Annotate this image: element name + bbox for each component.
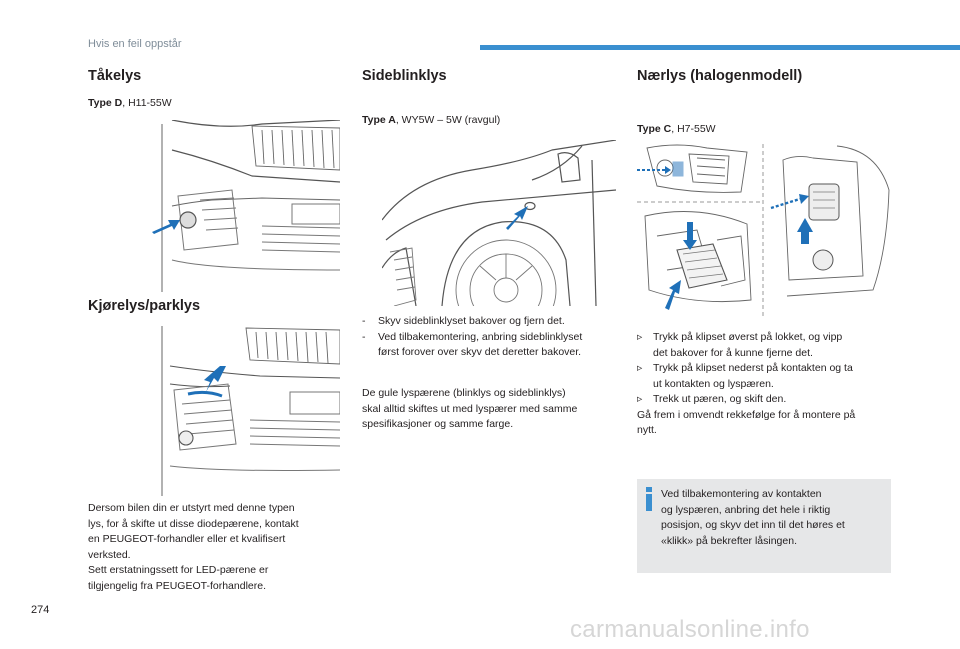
info-text: Ved tilbakemontering av kontakten og lys… [661, 487, 883, 549]
dash-marker: - [362, 330, 366, 343]
step-text: først forover over skyv det deretter bak… [378, 346, 582, 358]
daytime-lights-paragraph: Dersom bilen din er utstyrt med denne ty… [88, 501, 338, 594]
side-indicator-note: De gule lyspærene (blinklys og sideblink… [362, 386, 618, 433]
note-line: spesifikasjoner og samme farge. [362, 418, 514, 430]
spec-dipped-beam: Type C, H7-55W [637, 123, 716, 135]
note-line: skal alltid skiftes ut med lyspærer med … [362, 402, 578, 415]
note-line: De gule lyspærene (blinklys og sideblink… [362, 387, 566, 399]
spec-value: , H7-55W [671, 123, 716, 135]
step-item: ▹ Trekk ut pæren, og skift den. [637, 392, 893, 408]
step-item: -Skyv sideblinklyset bakover og fjern de… [362, 314, 618, 330]
paragraph-line: en PEUGEOT-forhandler eller et kvalifise… [88, 533, 286, 545]
heading-dipped-beam: Nærlys (halogenmodell) [637, 68, 803, 84]
dipped-beam-steps: ▹ Trykk på klipset øverst på lokket, og v… [637, 330, 893, 439]
arrow-bullet-icon: ▹ [637, 331, 643, 343]
section-header: Hvis en feil oppstår [88, 38, 182, 50]
arrow-bullet-icon: ▹ [637, 393, 643, 405]
step-text: Skyv sideblinklyset bakover og fjern det… [378, 315, 565, 327]
paragraph-line: tilgjengelig fra PEUGEOT-forhandlere. [88, 579, 267, 592]
step-text: Trykk på klipset nederst på kontakten og… [653, 362, 853, 374]
fog-light-illustration [152, 120, 340, 292]
step-text: ut kontakten og lyspæren. [653, 377, 774, 390]
spec-type: Type D [88, 97, 123, 109]
spec-side-indicator: Type A, WY5W – 5W (ravgul) [362, 114, 500, 126]
spec-value: , WY5W – 5W (ravgul) [395, 114, 501, 126]
info-line: Ved tilbakemontering av kontakten [661, 488, 822, 500]
heading-side-indicator: Sideblinklys [362, 68, 447, 84]
paragraph-line: verksted. [88, 548, 131, 561]
closing-line: nytt. [637, 424, 657, 436]
daytime-light-illustration [160, 326, 340, 496]
spec-type: Type A [362, 114, 396, 126]
info-icon [645, 487, 653, 511]
spec-fog-lights: Type D, H11-55W [88, 97, 172, 109]
info-box: Ved tilbakemontering av kontakten og lys… [637, 479, 891, 573]
step-text: det bakover for å kunne fjerne det. [653, 346, 813, 359]
step-text: Trekk ut pæren, og skift den. [653, 393, 787, 405]
step-item: ▹ Trykk på klipset øverst på lokket, og v… [637, 330, 893, 361]
side-indicator-illustration [382, 140, 616, 306]
dipped-beam-illustration [637, 140, 891, 318]
side-indicator-steps: -Skyv sideblinklyset bakover og fjern de… [362, 314, 618, 361]
closing-line: Gå frem i omvendt rekkefølge for å monte… [637, 408, 856, 421]
info-line: «klikk» på bekrefter låsingen. [661, 534, 797, 547]
step-text: Trykk på klipset øverst på lokket, og vi… [653, 331, 843, 343]
heading-fog-lights: Tåkelys [88, 68, 142, 84]
spec-value: , H11-55W [122, 97, 172, 109]
step-item: ▹ Trykk på klipset nederst på kontakten o… [637, 361, 893, 392]
step-item: -Ved tilbakemontering, anbring sideblink… [362, 330, 618, 361]
watermark: carmanualsonline.info [570, 616, 810, 643]
heading-daytime-lights: Kjørelys/parklys [88, 298, 201, 314]
paragraph-line: Dersom bilen din er utstyrt med denne ty… [88, 502, 295, 514]
spec-type: Type C [637, 123, 672, 135]
info-line: posisjon, og skyv det inn til det høres … [661, 519, 845, 531]
header-accent-bar [480, 45, 960, 50]
info-line: og lyspæren, anbring det hele i riktig [661, 503, 831, 516]
arrow-bullet-icon: ▹ [637, 362, 643, 374]
step-text: Ved tilbakemontering, anbring sideblinkl… [378, 330, 583, 343]
page-number: 274 [31, 604, 50, 616]
paragraph-line: Sett erstatningssett for LED-pærene er [88, 564, 269, 576]
paragraph-line: lys, for å skifte ut disse diodepærene, … [88, 517, 299, 530]
dash-marker: - [362, 315, 366, 327]
